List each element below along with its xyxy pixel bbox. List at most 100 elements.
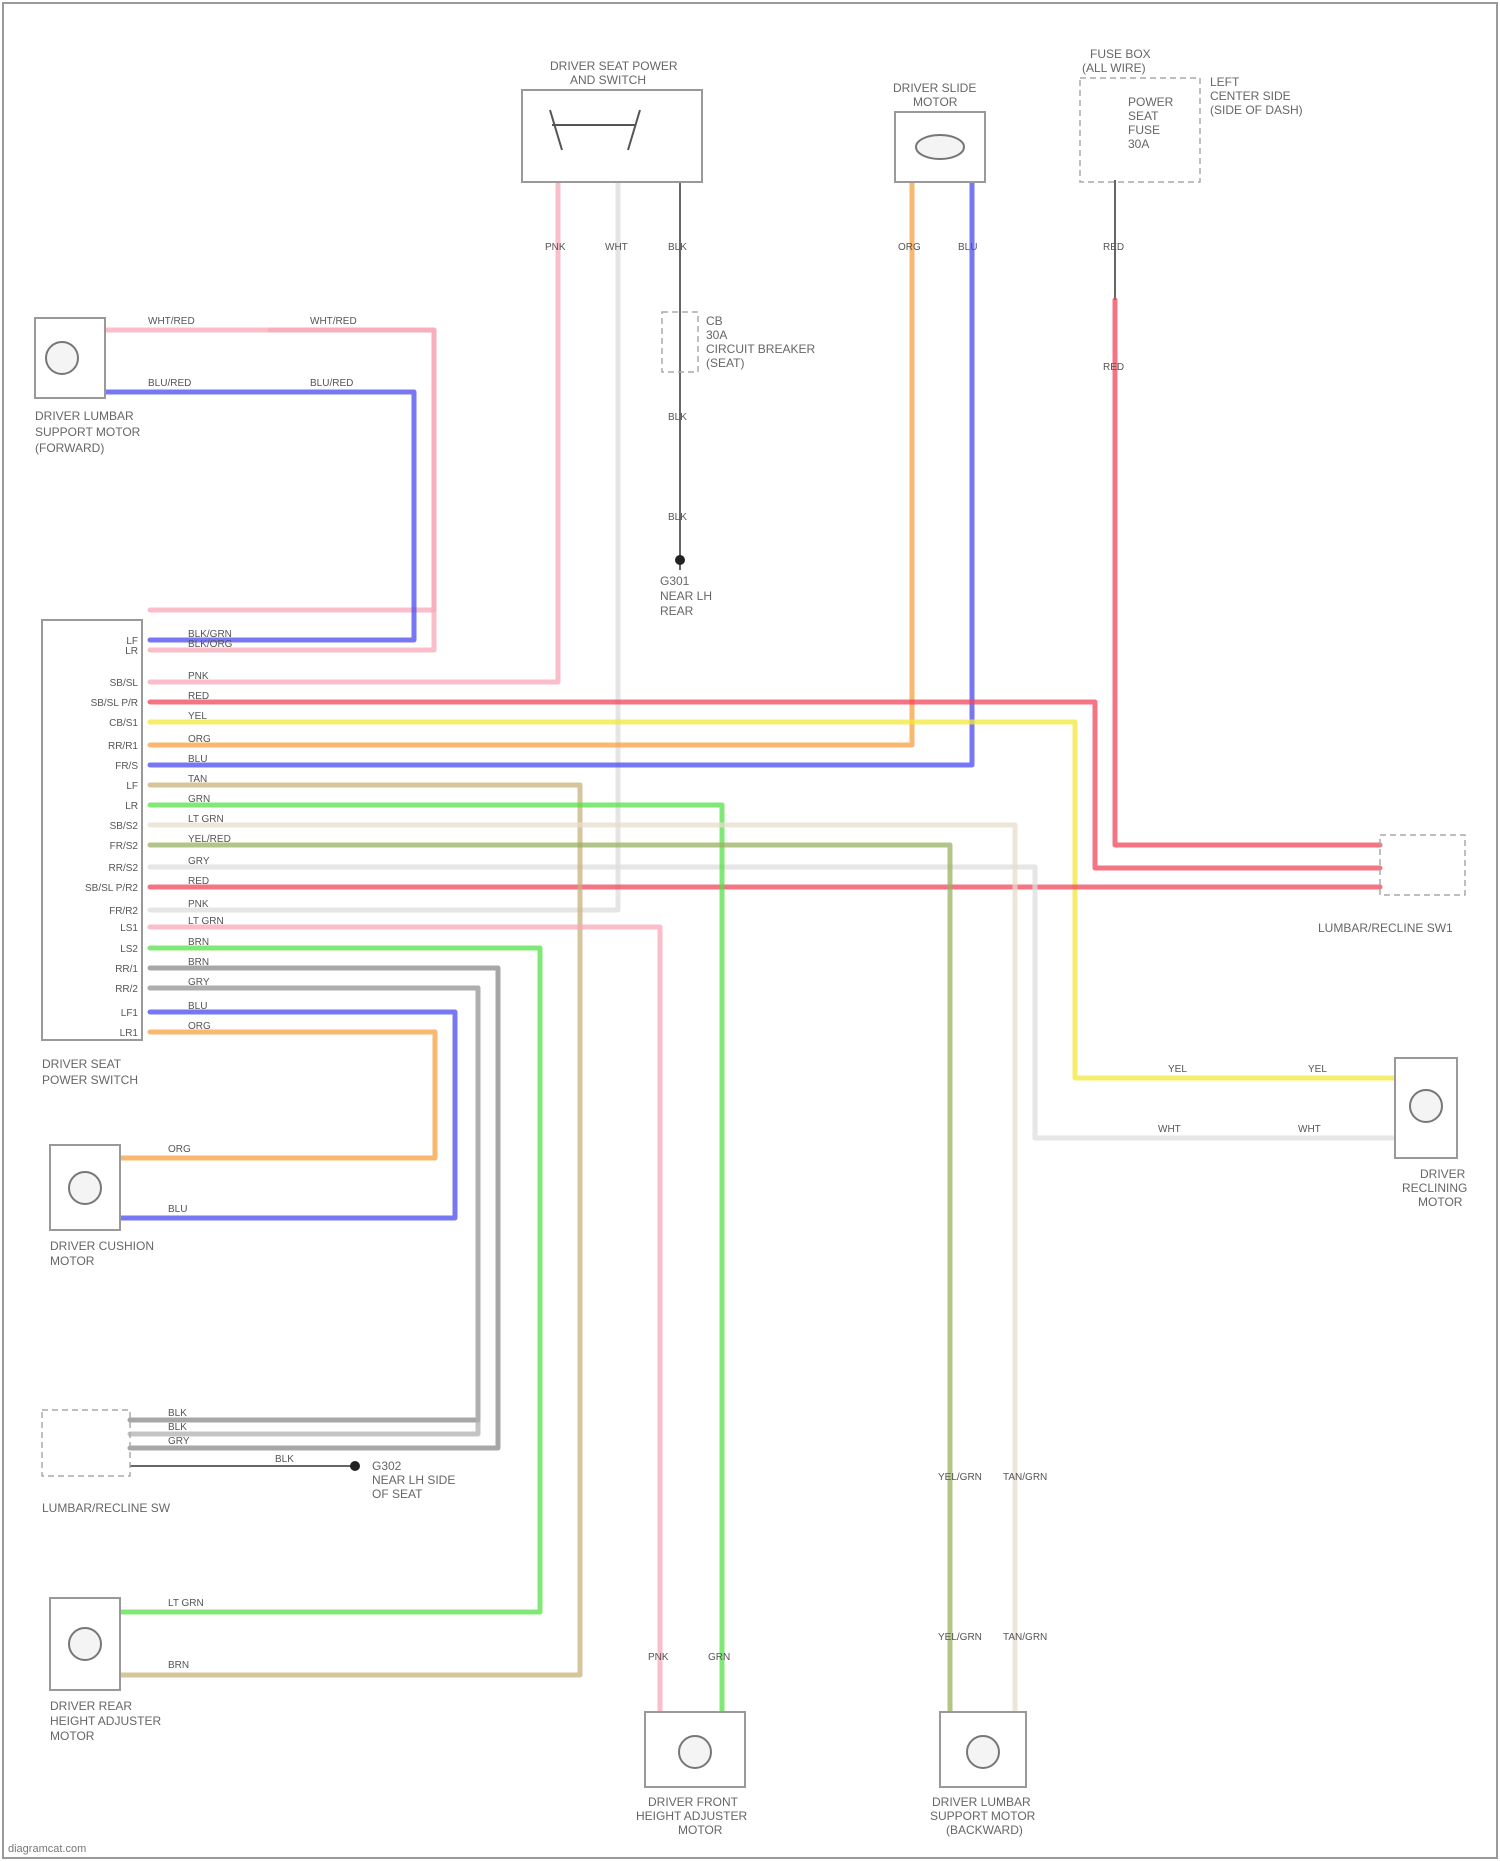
switch-pin-label: LR1 xyxy=(120,1028,139,1039)
rear-height-motor-label-2: HEIGHT ADJUSTER xyxy=(50,1714,161,1728)
lumbar-motor-top-icon xyxy=(46,342,78,374)
switch-wire-label: BLU xyxy=(188,754,207,765)
switch-pin-label: RR/1 xyxy=(115,964,138,975)
cushion-wire-label-b: BLU xyxy=(168,1204,187,1215)
switch-wire-label: RED xyxy=(188,691,209,702)
wire-switch-pink xyxy=(150,180,558,682)
lumbar-motor-top-label-2: SUPPORT MOTOR xyxy=(35,425,141,439)
fuse-box-label-1: FUSE BOX xyxy=(1090,47,1151,61)
fuse-note-3: (SIDE OF DASH) xyxy=(1210,103,1303,117)
switch-wire-label: TAN xyxy=(188,774,207,785)
ground-g301-label-2: NEAR LH xyxy=(660,589,712,603)
switch-wire-label: GRY xyxy=(188,856,210,867)
switch-pin-label: RR/S2 xyxy=(109,863,139,874)
ground-g302-dot xyxy=(350,1461,360,1471)
lsw-wire-label-b: BLK xyxy=(168,1422,187,1433)
cushion-motor-label-1: DRIVER CUSHION xyxy=(50,1239,154,1253)
footer-credit: diagramcat.com xyxy=(8,1843,86,1855)
circuit-breaker: CB 30A CIRCUIT BREAKER (SEAT) BLK BLK G3… xyxy=(660,312,815,618)
rear-height-motor-label-1: DRIVER REAR xyxy=(50,1699,132,1713)
ground-g302-label-1: G302 xyxy=(372,1459,402,1473)
fuse-box-label-2: (ALL WIRE) xyxy=(1082,61,1146,75)
switch-wire-label: YEL xyxy=(188,711,207,722)
switch-pin-label: FR/R2 xyxy=(109,906,138,917)
ws-pink-label: PNK xyxy=(545,242,566,253)
wire-lumbar-blue xyxy=(104,392,414,640)
switch-wire-label: BRN xyxy=(188,957,209,968)
switch-pin-label: FR/S2 xyxy=(110,841,139,852)
fuse-item-1: POWER xyxy=(1128,95,1174,109)
recline-motor-label-2: RECLINING xyxy=(1402,1181,1467,1195)
switch-pin-label: LR xyxy=(125,646,138,657)
switch-pin-label: LF xyxy=(126,781,138,792)
slide-motor-label-1: DRIVER SLIDE xyxy=(893,81,976,95)
main-power-switch-label-2: POWER SWITCH xyxy=(42,1073,138,1087)
lumbar-recline-switch-box xyxy=(42,1410,130,1476)
switch-pin-label: LR xyxy=(125,801,138,812)
wire-slide-blue xyxy=(150,180,972,765)
ws-white-label: WHT xyxy=(605,242,628,253)
lsw-wire-label-d: BLK xyxy=(275,1454,294,1465)
seat-power-switch: DRIVER SEAT POWER AND SWITCH PNK WHT BLK xyxy=(522,59,702,253)
circuit-breaker-label-2: 30A xyxy=(706,328,727,342)
main-power-switch-label-1: DRIVER SEAT xyxy=(42,1057,122,1071)
switch-wire-label: YEL/RED xyxy=(188,834,231,845)
fuse-wire-label: RED xyxy=(1103,242,1124,253)
switch-wire-label: BRN xyxy=(188,937,209,948)
switch-wire-label: GRN xyxy=(188,794,210,805)
rear-height-motor-icon xyxy=(69,1628,101,1660)
lumbar-bot-wire-label-2: BLU/RED xyxy=(310,378,353,389)
ground-g301-dot xyxy=(675,555,685,565)
ws-gray-label: BLK xyxy=(668,242,687,253)
switch-wire-label: RED xyxy=(188,876,209,887)
recline-motor-label-3: MOTOR xyxy=(1418,1195,1463,1209)
lumbar-motor-top: DRIVER LUMBAR SUPPORT MOTOR (FORWARD) WH… xyxy=(35,316,357,455)
switch-pin-label: SB/SL xyxy=(110,678,139,689)
seat-power-switch-box xyxy=(522,90,702,182)
fuse-item-2: SEAT xyxy=(1128,109,1159,123)
rear-height-motor: DRIVER REAR HEIGHT ADJUSTER MOTOR LT GRN… xyxy=(50,1598,204,1743)
ground-g302-label-3: OF SEAT xyxy=(372,1487,423,1501)
fh-wire-label-a: PNK xyxy=(648,1652,669,1663)
lumbar-motor-bottom-label-3: (BACKWARD) xyxy=(946,1823,1023,1837)
slide-wire-label-b: BLU xyxy=(958,242,977,253)
ground-g301-label-3: REAR xyxy=(660,604,694,618)
switch-pin-label: SB/S2 xyxy=(110,821,139,832)
switch-wire-label: BLU xyxy=(188,1001,207,1012)
wire-slide-orange xyxy=(150,180,912,745)
front-height-motor-label-3: MOTOR xyxy=(678,1823,723,1837)
switch-pin-label: SB/SL P/R2 xyxy=(85,883,138,894)
lsw-wire-label-c: GRY xyxy=(168,1436,190,1447)
lumbar-bot-wire-label: BLU/RED xyxy=(148,378,191,389)
switch-pin-label: LF1 xyxy=(121,1008,139,1019)
switch-pin-label: CB/S1 xyxy=(109,718,138,729)
switch-wire-label: GRY xyxy=(188,977,210,988)
wire-yellow-1 xyxy=(150,722,1400,1078)
recline-motor-icon xyxy=(1410,1090,1442,1122)
front-height-motor-label-1: DRIVER FRONT xyxy=(648,1795,739,1809)
fh-wire-label-b: GRN xyxy=(708,1652,730,1663)
fuse-item-3: FUSE xyxy=(1128,123,1160,137)
seat-power-switch-label-1: DRIVER SEAT POWER xyxy=(550,59,678,73)
circuit-breaker-label-3: CIRCUIT BREAKER xyxy=(706,342,815,356)
wire-orange-2 xyxy=(120,1032,435,1158)
lumbar-motor-bottom-label-1: DRIVER LUMBAR xyxy=(932,1795,1031,1809)
lumbar-top-wire-label-2: WHT/RED xyxy=(310,316,357,327)
wire-lumbar-pink xyxy=(104,330,434,610)
lumbar-motor-bottom-label-2: SUPPORT MOTOR xyxy=(930,1809,1036,1823)
rec-wire-label-b: YEL xyxy=(1308,1064,1327,1075)
lb-wire-label-d: TAN/GRN xyxy=(1003,1632,1047,1643)
switch-wire-label: ORG xyxy=(188,1021,211,1032)
rec-wire-label-a: YEL xyxy=(1168,1064,1187,1075)
lumbar-recline-switch-label: LUMBAR/RECLINE SW xyxy=(42,1501,171,1515)
wire-blue-2 xyxy=(120,1012,455,1218)
lb-wire-label-a: YEL/GRN xyxy=(938,1472,982,1483)
recline-motor: DRIVER RECLINING MOTOR YEL YEL WHT WHT xyxy=(1158,1058,1467,1209)
wire-olive-1 xyxy=(150,845,950,1715)
switch-pin-label: RR/R1 xyxy=(108,741,138,752)
seat-power-switch-label-2: AND SWITCH xyxy=(570,73,646,87)
lb-wire-label-c: YEL/GRN xyxy=(938,1632,982,1643)
switch-pin-label: LS2 xyxy=(120,944,138,955)
front-height-motor-icon xyxy=(679,1736,711,1768)
front-height-motor-label-2: HEIGHT ADJUSTER xyxy=(636,1809,747,1823)
